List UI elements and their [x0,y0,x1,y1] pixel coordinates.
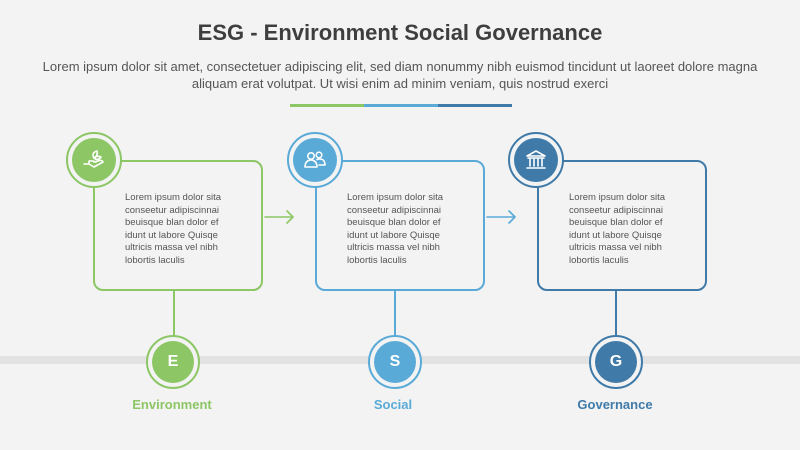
connector-social [394,291,396,336]
letter-social: S [374,341,416,383]
page-subtitle: Lorem ipsum dolor sit amet, consectetuer… [42,59,758,91]
label-social: Social [373,397,413,412]
arrow-right-icon [486,210,516,224]
government-building-icon [514,138,558,182]
hand-with-leaves-icon [72,138,116,182]
letter-circle-environment: E [146,335,200,389]
icon-circle-social [287,132,343,188]
card-social: Lorem ipsum dolor sita conseetur adipisc… [315,160,485,291]
title-underline-environment [290,104,364,107]
icon-circle-environment [66,132,122,188]
title-underline-governance [438,104,512,107]
card-text-governance: Lorem ipsum dolor sita conseetur adipisc… [569,192,666,266]
letter-circle-social: S [368,335,422,389]
connector-governance [615,291,617,336]
letter-governance: G [595,341,637,383]
connector-environment [173,291,175,336]
card-environment: Lorem ipsum dolor sita conseetur adipisc… [93,160,263,291]
letter-environment: E [152,341,194,383]
label-governance: Governance [577,397,653,412]
label-environment: Environment [132,397,212,412]
page-title: ESG - Environment Social Governance [197,20,603,45]
card-text-environment: Lorem ipsum dolor sita conseetur adipisc… [125,192,222,266]
people-icon [293,138,337,182]
card-text-social: Lorem ipsum dolor sita conseetur adipisc… [347,192,444,266]
title-underline-social [364,104,438,107]
arrow-right-icon [264,210,294,224]
card-governance: Lorem ipsum dolor sita conseetur adipisc… [537,160,707,291]
letter-circle-governance: G [589,335,643,389]
icon-circle-governance [508,132,564,188]
